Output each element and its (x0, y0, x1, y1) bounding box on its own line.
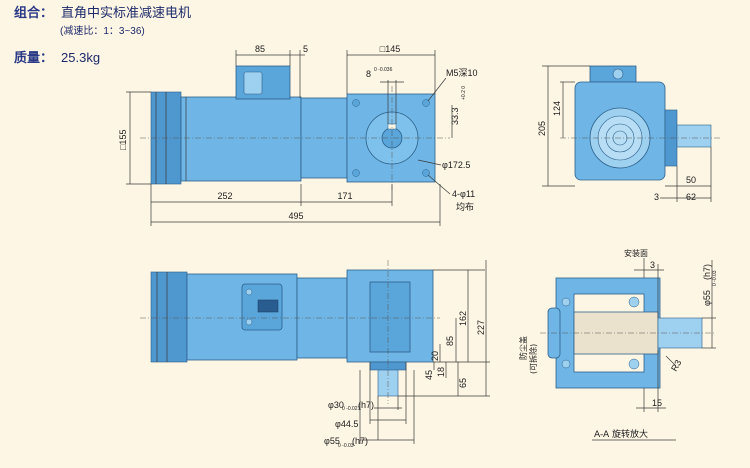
phi55: φ55 (324, 436, 340, 446)
dim-155: □155 (118, 130, 128, 150)
mount-holes-note: 均布 (456, 201, 474, 212)
front-dim-162: 162 (458, 311, 468, 326)
dim-252: 252 (217, 191, 232, 201)
front-dim-85: 85 (445, 336, 455, 346)
front-dim-45: 45 (424, 370, 434, 380)
tapped-hole: M5深10 (446, 68, 478, 78)
section-phi55-fit: (h7) (702, 264, 712, 280)
front-dim-65: 65 (458, 378, 468, 388)
side-dim-3: 3 (654, 192, 659, 202)
dim-145: □145 (380, 44, 400, 54)
dim-495: 495 (288, 211, 303, 221)
front-dim-20: 20 (430, 351, 440, 361)
dim-33: 33.3 (450, 107, 460, 125)
side-dim-124: 124 (552, 101, 562, 116)
mount-holes: 4-φ11 (452, 189, 475, 199)
top-view: 85 5 □145 8 0 -0.036 M5深10 33.3 +0.2 0 φ… (118, 44, 478, 226)
side-dim-50: 50 (686, 175, 696, 185)
dim-85: 85 (255, 44, 265, 54)
dim-5: 5 (303, 44, 308, 54)
phi55-fit: (h7) (352, 436, 368, 446)
section-dim-15: 15 (652, 398, 662, 408)
section-phi55: φ55 (702, 290, 712, 306)
mass-line: 质量： 25.3kg (14, 51, 100, 64)
motor-body (180, 96, 302, 182)
phi55-tol: 0 -0.03 (338, 443, 354, 449)
combo-value: 直角中实标准减速电机 (61, 5, 192, 20)
dim-phi172: φ172.5 (442, 160, 470, 170)
dim-33-tol: +0.2 0 (461, 86, 467, 100)
section-dim-3: 3 (650, 260, 655, 270)
phi30-fit: (h7) (358, 400, 374, 410)
dim-171: 171 (337, 191, 352, 201)
phi30: φ30 (328, 400, 344, 410)
side-view: 205 124 50 3 62 (537, 65, 720, 202)
combo-line: 组合： 直角中实标准减速电机 (14, 6, 191, 19)
side-output-shaft (676, 124, 712, 148)
mass-value: 25.3kg (61, 50, 101, 65)
section-view: 安装面 3 φ55 0 -0.03 (h7) 防尘盖 (可拆除) R3 15 A… (518, 248, 718, 441)
dim-8: 8 (366, 69, 371, 79)
front-dim-18: 18 (436, 367, 446, 377)
phi30-tol: 0 -0.021 (342, 406, 361, 412)
section-caption: A-A 旋转放大 (594, 428, 648, 440)
ratio-note: (减速比：1：3~36) (60, 26, 145, 37)
dust-cover-label: 防尘盖 (518, 336, 528, 360)
dim-8-tol: 0 -0.036 (374, 67, 393, 73)
combo-label: 组合： (14, 5, 54, 20)
side-dim-62: 62 (686, 192, 696, 202)
install-face-label: 安装面 (624, 248, 648, 258)
dust-cover-note: (可拆除) (528, 344, 538, 374)
mass-label: 质量： (14, 50, 54, 65)
side-dim-205: 205 (537, 121, 547, 136)
section-phi55-tol: 0 -0.03 (712, 270, 718, 286)
section-r3: R3 (669, 358, 683, 373)
front-view: 162 85 227 20 18 45 65 φ30 0 -0.021 (h7)… (140, 260, 490, 449)
front-dim-227: 227 (476, 320, 486, 335)
phi44: φ44.5 (335, 419, 358, 429)
